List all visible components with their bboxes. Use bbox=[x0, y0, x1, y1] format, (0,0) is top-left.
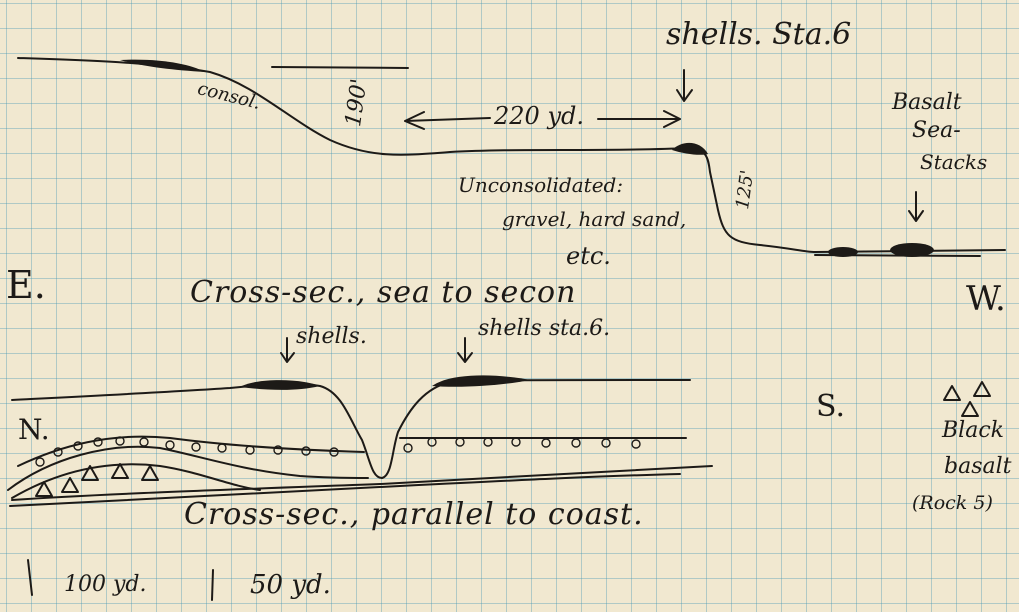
shells-sta6-label: shells. Sta.6 bbox=[666, 17, 852, 52]
deposit-lower-right bbox=[432, 375, 530, 387]
deposit-shells-sta6 bbox=[672, 142, 708, 155]
unconsolidated-label-1: Unconsolidated: bbox=[458, 173, 624, 197]
shells-right-label: shells sta.6. bbox=[478, 316, 611, 341]
upper-arrow-left bbox=[404, 111, 491, 130]
south-label: S. bbox=[816, 389, 846, 424]
deposit-lower-left bbox=[240, 380, 320, 390]
basalt-label-3: Stacks bbox=[920, 150, 988, 174]
west-label: W. bbox=[966, 279, 1006, 319]
deposit-basalt-2 bbox=[890, 243, 934, 257]
scale-100yd: 100 yd. bbox=[64, 572, 147, 597]
lower-bed-left bbox=[17, 435, 365, 467]
lower-layer-1 bbox=[7, 445, 369, 491]
scale-bar-mid bbox=[211, 569, 214, 601]
shells-arrow-down bbox=[676, 69, 693, 102]
upper-short-line bbox=[271, 66, 409, 69]
east-label: E. bbox=[6, 263, 46, 307]
north-label: N. bbox=[18, 413, 50, 446]
lower-surface-right bbox=[381, 379, 691, 479]
basalt-label-2: Sea- bbox=[912, 118, 961, 143]
basalt-arrow-down bbox=[908, 191, 924, 222]
deposit-basalt-1 bbox=[828, 247, 858, 257]
legend-rock5: (Rock 5) bbox=[912, 492, 993, 514]
distance-label: 220 yd. bbox=[494, 102, 584, 130]
upper-arrow-right bbox=[597, 110, 681, 128]
shells-right-arrow bbox=[457, 337, 473, 363]
unconsolidated-label-2: gravel, hard sand, bbox=[502, 207, 687, 231]
legend-black: Black bbox=[942, 418, 1004, 443]
lower-layer-2 bbox=[11, 463, 261, 499]
shells-left-label: shells. bbox=[296, 324, 367, 349]
lower-title: Cross-sec., parallel to coast. bbox=[184, 497, 644, 532]
lower-base-line-2 bbox=[9, 473, 681, 507]
scale-50yd: 50 yd. bbox=[250, 570, 331, 600]
upper-title: Cross-sec., sea to secon bbox=[190, 275, 577, 310]
legend-basalt: basalt bbox=[944, 454, 1012, 479]
deposit-consol bbox=[120, 59, 205, 72]
lower-surface-left bbox=[11, 382, 383, 479]
shells-left-arrow bbox=[280, 337, 295, 363]
unconsolidated-label-3: etc. bbox=[566, 242, 611, 270]
upper-profile-line bbox=[17, 57, 1006, 253]
scale-bar-left bbox=[27, 559, 33, 596]
basalt-label-1: Basalt bbox=[892, 90, 962, 115]
lower-base-line bbox=[11, 465, 713, 501]
